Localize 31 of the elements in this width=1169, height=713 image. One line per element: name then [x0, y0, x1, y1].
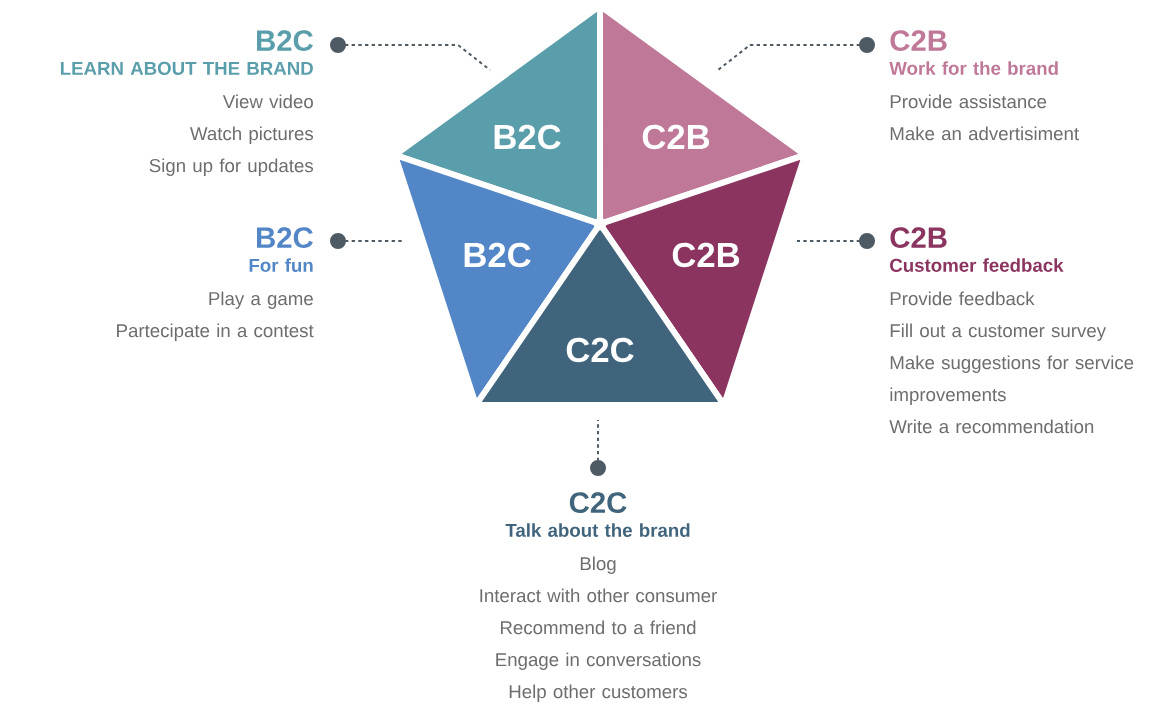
list-item: Interact with other consumer	[480, 588, 717, 603]
heading: B2C	[257, 227, 313, 249]
subheading: LEARN ABOUT THE BRAND	[60, 61, 313, 75]
list-item: Provide feedback	[890, 291, 1035, 306]
leader-line	[717, 37, 875, 71]
list-item: View video	[222, 94, 313, 109]
subheading: Work for the brand	[889, 61, 1058, 75]
list-item: Engage in conversations	[496, 652, 701, 670]
pentagon-segment: C2B	[597, 5, 805, 226]
heading: C2B	[890, 227, 947, 249]
list-item: Blog	[580, 556, 616, 574]
leader-line	[590, 419, 606, 476]
list-item: Sign up for updates	[149, 158, 313, 176]
list-item: Help other customers	[509, 684, 688, 702]
list-item: Partecipate in a contest	[117, 323, 314, 341]
subheading: Customer feedback	[890, 258, 1064, 272]
list-item: Fill out a customer survey	[890, 323, 1107, 341]
leader-line	[330, 37, 491, 71]
subheading: For fun	[249, 258, 313, 272]
list-item: Write a recommendation	[889, 419, 1094, 434]
heading: C2C	[569, 492, 627, 514]
list-item: Make suggestions for service improvements	[890, 355, 1134, 405]
subheading: Talk about the brand	[505, 523, 690, 537]
leader-line	[796, 233, 875, 249]
list-item: Recommend to a friend	[500, 620, 696, 635]
list-item: Watch pictures	[190, 126, 314, 144]
heading: C2B	[890, 30, 947, 52]
list-item: Play a game	[209, 291, 313, 309]
list-item: Make an advertisiment	[890, 126, 1079, 141]
list-item: Provide assistance	[890, 94, 1047, 109]
heading: B2C	[257, 30, 313, 52]
